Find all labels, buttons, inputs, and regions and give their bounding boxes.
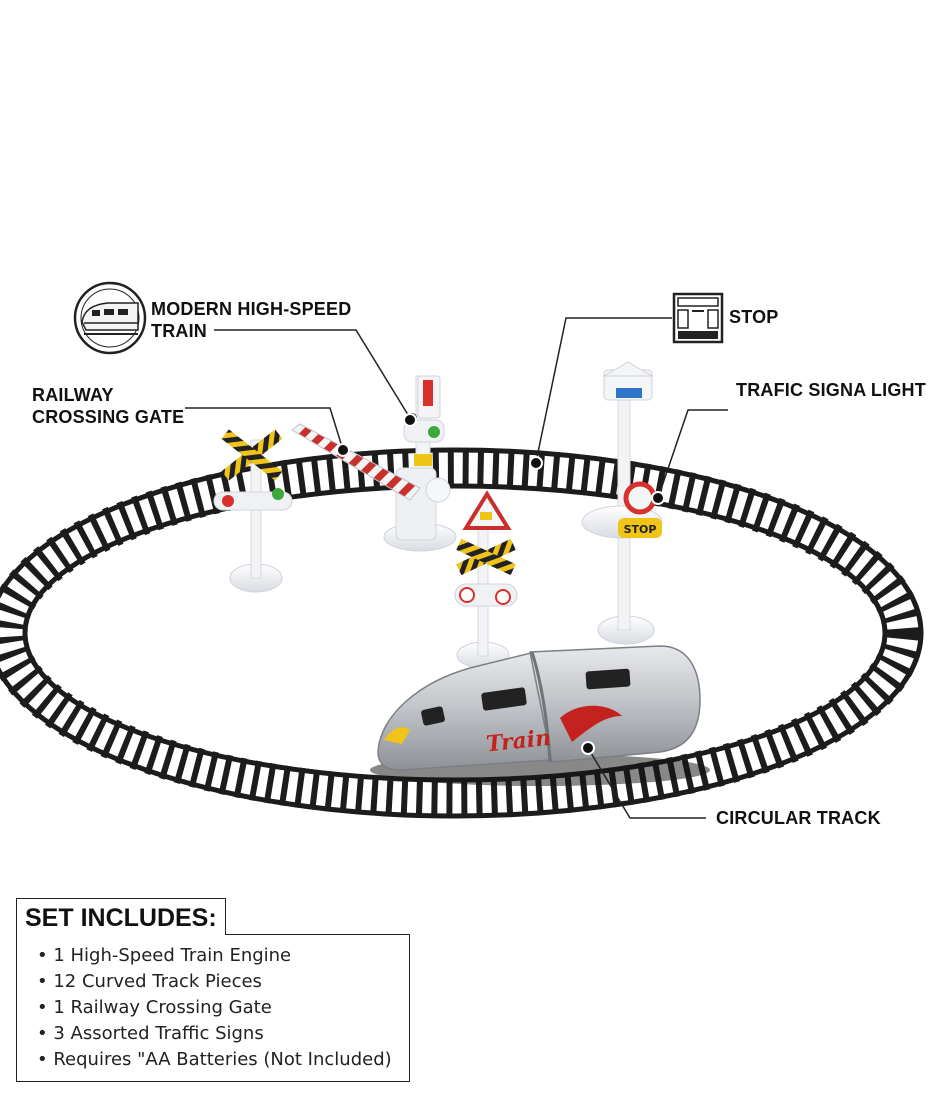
callout-lines <box>185 317 728 819</box>
set-item: 1 High-Speed Train Engine <box>37 943 409 969</box>
label-train-line-2: TRAIN <box>151 321 207 341</box>
control-panel-icon <box>672 292 724 344</box>
traffic-signal-light: STOP <box>581 361 663 645</box>
crossing-sign-middle <box>454 490 518 669</box>
set-item: 3 Assorted Traffic Signs <box>37 1021 409 1047</box>
label-circular-track: CIRCULAR TRACK <box>716 808 881 828</box>
train-icon <box>73 281 147 355</box>
set-includes-box: SET INCLUDES: 1 High-Speed Train Engine … <box>16 898 410 1082</box>
label-train-line-1: MODERN HIGH-SPEED <box>151 299 352 319</box>
callout-dots <box>336 413 665 755</box>
label-railway-crossing-gate: RAILWAY CROSSING GATE <box>32 384 184 428</box>
label-gate-line-1: RAILWAY <box>32 385 114 405</box>
label-traffic-signal-light: TRAFIC SIGNA LIGHT <box>736 380 926 400</box>
label-gate-line-2: CROSSING GATE <box>32 407 185 427</box>
set-includes-title: SET INCLUDES: <box>16 898 226 935</box>
set-includes-list: 1 High-Speed Train Engine 12 Curved Trac… <box>16 934 410 1082</box>
set-item: 1 Railway Crossing Gate <box>37 995 409 1021</box>
label-modern-high-speed-train: MODERN HIGH-SPEED TRAIN <box>151 298 351 342</box>
high-speed-train: Train <box>370 645 710 786</box>
set-item: 12 Curved Track Pieces <box>37 969 409 995</box>
label-stop: STOP <box>729 307 779 327</box>
set-item: Requires "AA Batteries (Not Included) <box>37 1047 409 1073</box>
railway-crossing-gate <box>291 375 457 552</box>
crossing-sign-left <box>213 429 293 593</box>
stop-sign-text: STOP <box>624 523 657 536</box>
